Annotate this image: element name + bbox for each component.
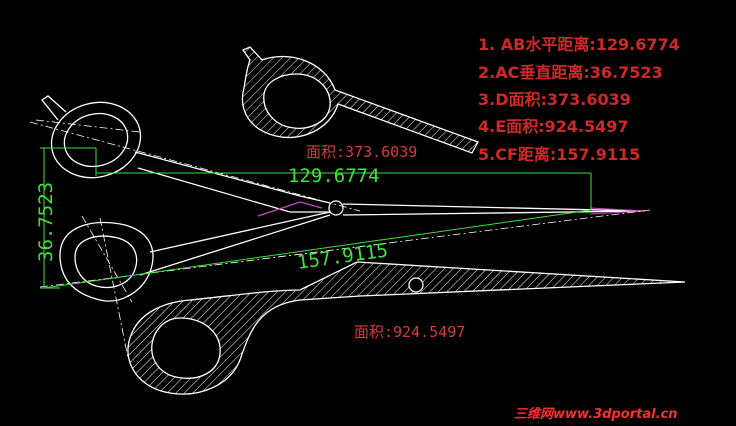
- requirement-item: 3.D面积:373.6039: [478, 90, 631, 109]
- dim-horizontal-text: 129.6774: [288, 165, 380, 187]
- dim-vertical-text: 36.7523: [35, 182, 57, 262]
- requirements-list: 1. AB水平距离:129.6774 2.AC垂直距离:36.7523 3.D面…: [478, 35, 680, 164]
- lower-ring: [59, 221, 154, 302]
- area-label-d: 面积:373.6039: [306, 143, 417, 161]
- upper-ring: [41, 95, 142, 179]
- region-d: [241, 46, 479, 154]
- requirement-item: 2.AC垂直距离:36.7523: [478, 63, 663, 82]
- region-e-shape: [127, 261, 686, 395]
- pivot-hole: [328, 200, 344, 216]
- region-d-shape: [241, 46, 479, 154]
- requirement-item: 5.CF距离:157.9115: [478, 145, 640, 164]
- area-label-e: 面积:924.5497: [354, 323, 465, 341]
- requirement-item: 4.E面积:924.5497: [478, 117, 629, 136]
- lower-arm: [139, 211, 331, 276]
- region-e-hole: [408, 277, 424, 293]
- dim-aligned-line: [43, 209, 592, 289]
- upper-arm: [134, 151, 331, 213]
- hidden-edge: [257, 201, 323, 217]
- region-e: [127, 261, 686, 395]
- watermark: 三维网www.3dportal.cn: [514, 406, 677, 422]
- dimensions: [40, 147, 592, 289]
- requirement-item: 1. AB水平距离:129.6774: [478, 35, 680, 54]
